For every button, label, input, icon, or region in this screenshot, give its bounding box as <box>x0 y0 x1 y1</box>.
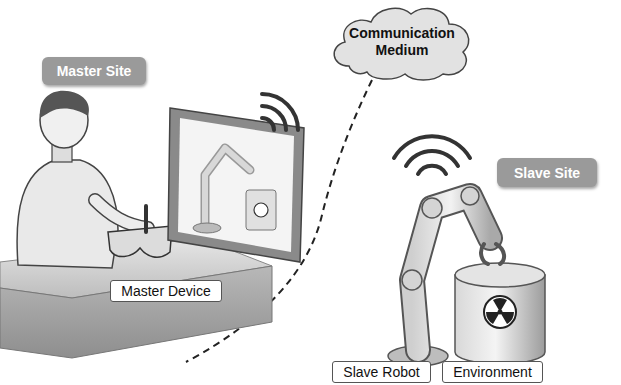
barrel-body <box>455 275 545 364</box>
person-arm <box>95 200 148 228</box>
barrel-top <box>455 263 545 287</box>
person-hair <box>40 91 89 118</box>
master-device-body <box>108 226 172 257</box>
screen-barrel <box>246 190 276 230</box>
label-box: Environment <box>442 361 543 383</box>
desk-front <box>0 266 272 358</box>
cloud-node: Communication Medium <box>327 2 477 82</box>
monitor-frame <box>168 108 304 262</box>
person-arm-fill <box>95 200 148 228</box>
node-text: Slave Robot <box>343 364 419 380</box>
site-label: Master Site <box>42 57 146 85</box>
screen-radiation <box>254 203 268 217</box>
screen-robot-fill <box>205 148 250 225</box>
robot-joint <box>402 270 422 290</box>
label-box: Master Device <box>110 280 222 302</box>
cloud-outline <box>334 8 469 80</box>
screen-robot-base <box>193 223 221 233</box>
robot-wifi <box>394 136 470 174</box>
robot-joint <box>461 187 479 205</box>
label-box: Slave Robot <box>332 361 431 383</box>
node-text: Slave Site <box>514 165 580 181</box>
master-device-stylus <box>144 206 148 232</box>
node-text: Communication Medium <box>347 25 457 59</box>
screen-robot <box>205 148 250 225</box>
robot-joint <box>422 198 442 218</box>
monitor-wifi <box>262 94 298 130</box>
node-text: Master Site <box>57 63 132 79</box>
monitor-screen <box>178 118 294 252</box>
node-text: Master Device <box>121 283 210 299</box>
robot-gripper <box>481 244 504 264</box>
radiation-blades <box>486 298 514 324</box>
robot-arm <box>412 196 490 350</box>
site-label: Slave Site <box>497 158 597 187</box>
node-text: Environment <box>453 364 532 380</box>
radiation-symbol <box>484 296 516 328</box>
